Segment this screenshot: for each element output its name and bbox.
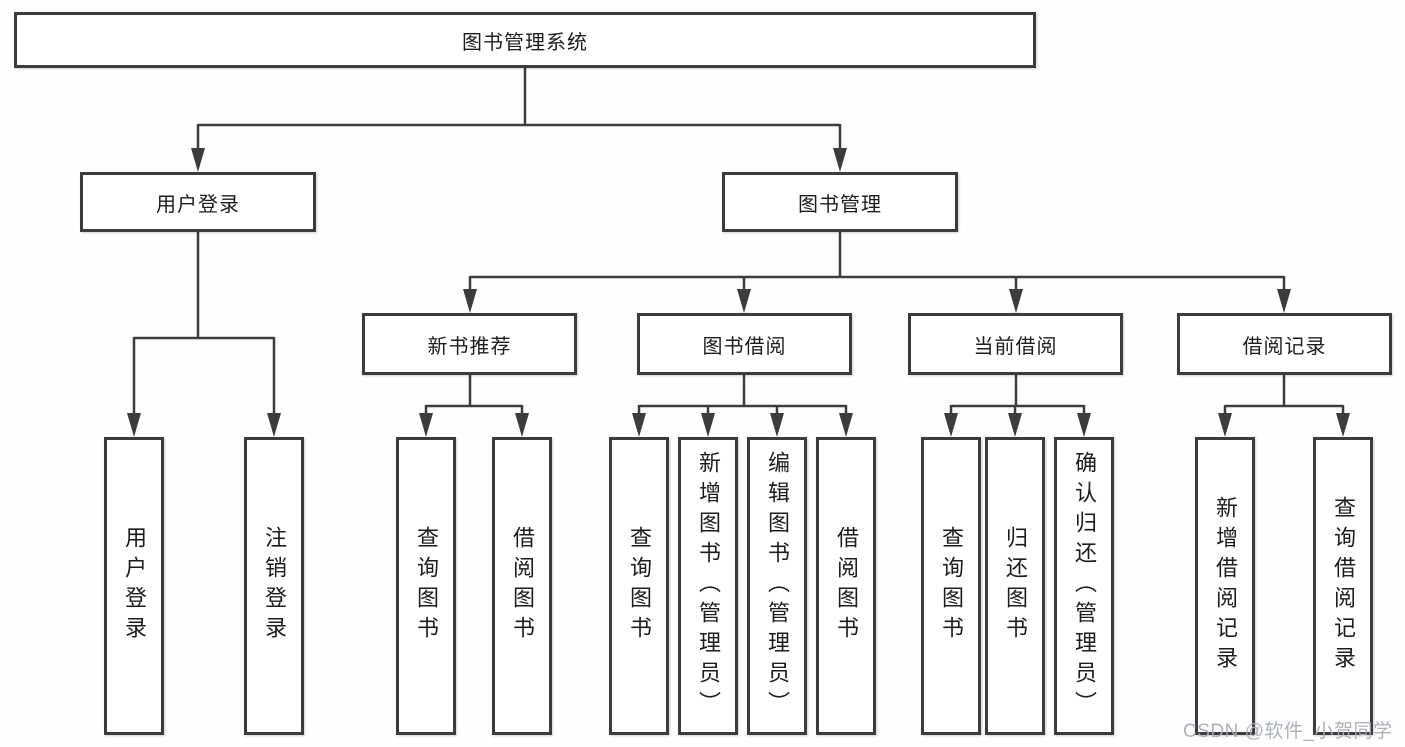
node-label: 借阅记录 <box>1242 335 1327 358</box>
node-label: 图书借阅 <box>702 335 787 358</box>
leaf-logout: 注销登录 <box>244 437 304 735</box>
node-user-login-branch: 用户登录 <box>80 172 316 232</box>
node-label: 当前借阅 <box>973 335 1058 358</box>
node-new-book-recommend: 新书推荐 <box>362 313 577 375</box>
leaf-edit-book-admin: 编辑图书（管理员） <box>747 437 807 735</box>
leaf-query-books-recommend: 查询图书 <box>396 437 456 735</box>
node-library-system-root: 图书管理系统 <box>14 12 1036 68</box>
node-label: 用户登录 <box>122 526 147 646</box>
leaf-query-books-current: 查询图书 <box>921 437 981 735</box>
node-book-management-branch: 图书管理 <box>722 172 958 232</box>
node-label: 新增图书（管理员） <box>696 451 721 721</box>
node-label: 新书推荐 <box>427 335 512 358</box>
node-label: 借阅图书 <box>834 526 859 646</box>
leaf-borrow-books-recommend: 借阅图书 <box>492 437 552 735</box>
node-current-borrow: 当前借阅 <box>908 313 1123 375</box>
leaf-add-borrow-record: 新增借阅记录 <box>1195 437 1255 735</box>
node-label: 确认归还（管理员） <box>1072 451 1097 721</box>
leaf-return-book: 归还图书 <box>985 437 1045 735</box>
leaf-add-book-admin: 新增图书（管理员） <box>678 437 738 735</box>
leaf-user-login: 用户登录 <box>104 437 164 735</box>
node-label: 查询借阅记录 <box>1331 496 1356 676</box>
node-label: 新增借阅记录 <box>1213 496 1238 676</box>
leaf-query-borrow-record: 查询借阅记录 <box>1313 437 1373 735</box>
leaf-borrow-books: 借阅图书 <box>816 437 876 735</box>
node-label: 图书管理系统 <box>462 31 588 54</box>
node-label: 用户登录 <box>156 193 240 216</box>
csdn-watermark: CSDN @软件_小贺同学 <box>1183 721 1393 742</box>
node-book-borrow: 图书借阅 <box>637 313 852 375</box>
leaf-confirm-return-admin: 确认归还（管理员） <box>1054 437 1114 735</box>
node-label: 查询图书 <box>627 526 652 646</box>
node-label: 归还图书 <box>1003 526 1028 646</box>
node-borrow-records: 借阅记录 <box>1177 313 1392 375</box>
leaf-query-books-borrow: 查询图书 <box>609 437 669 735</box>
node-label: 查询图书 <box>414 526 439 646</box>
node-label: 图书管理 <box>798 193 882 216</box>
node-label: 编辑图书（管理员） <box>765 451 790 721</box>
node-label: 借阅图书 <box>510 526 535 646</box>
node-label: 查询图书 <box>939 526 964 646</box>
node-label: 注销登录 <box>262 526 287 646</box>
